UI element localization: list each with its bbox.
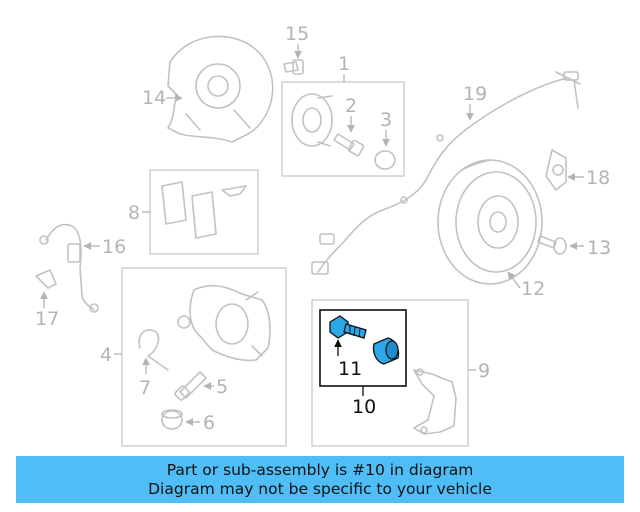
callout-16[interactable]: 16: [102, 236, 126, 258]
callout-7[interactable]: 7: [139, 377, 151, 399]
callout-18[interactable]: 18: [586, 167, 610, 189]
callout-17[interactable]: 17: [35, 308, 59, 330]
wheel-hub-part[interactable]: [291, 93, 333, 147]
callout-2[interactable]: 2: [345, 95, 357, 117]
bleeder-cap-part[interactable]: [161, 409, 183, 430]
brake-rotor-part[interactable]: [437, 159, 543, 285]
brake-hose-part[interactable]: [39, 223, 99, 313]
banner-part-text: Part or sub-assembly is #10 in diagram: [166, 461, 474, 479]
hub-bolt-part[interactable]: [333, 133, 365, 157]
info-banner: Part or sub-assembly is #10 in diagram D…: [16, 456, 624, 503]
brake-pads-part[interactable]: [161, 181, 247, 239]
rotor-screw-part[interactable]: [537, 235, 567, 255]
brake-parts-diagram: 14 15 1 2 3 19 18: [35, 23, 611, 447]
hose-clip-part[interactable]: [35, 269, 57, 289]
callout-13[interactable]: 13: [587, 237, 611, 259]
guide-pin-bolt-part[interactable]: [329, 315, 367, 339]
brake-pads-box[interactable]: [149, 169, 259, 255]
callout-8[interactable]: 8: [128, 202, 140, 224]
callout-19[interactable]: 19: [463, 83, 487, 105]
callout-3[interactable]: 3: [380, 109, 392, 131]
shield-bolt-part[interactable]: [283, 59, 304, 75]
callout-5[interactable]: 5: [216, 376, 228, 398]
callout-10[interactable]: 10: [352, 396, 376, 418]
splash-shield-part[interactable]: [167, 35, 274, 143]
callout-12[interactable]: 12: [521, 278, 545, 300]
brake-caliper-part[interactable]: [177, 284, 271, 362]
spring-clip-part[interactable]: [138, 329, 169, 371]
callout-6[interactable]: 6: [203, 412, 215, 434]
callout-14[interactable]: 14: [142, 87, 166, 109]
bleeder-screw-part[interactable]: [174, 371, 207, 401]
callout-15[interactable]: 15: [285, 23, 309, 45]
dust-cap-part[interactable]: [374, 150, 396, 170]
caliper-support-part[interactable]: [413, 368, 457, 435]
callout-4[interactable]: 4: [100, 344, 112, 366]
callout-1[interactable]: 1: [338, 53, 350, 75]
caliper-assembly-box[interactable]: [121, 267, 287, 447]
abs-sensor-part[interactable]: [545, 149, 567, 191]
hub-assembly-box[interactable]: [281, 81, 405, 177]
caliper-support-box[interactable]: [311, 299, 469, 447]
sensor-cable-part[interactable]: [311, 71, 581, 275]
callout-11[interactable]: 11: [338, 358, 362, 380]
callout-9[interactable]: 9: [478, 360, 490, 382]
guide-pin-boot-part[interactable]: [372, 337, 400, 365]
banner-disclaimer-text: Diagram may not be specific to your vehi…: [148, 480, 492, 498]
